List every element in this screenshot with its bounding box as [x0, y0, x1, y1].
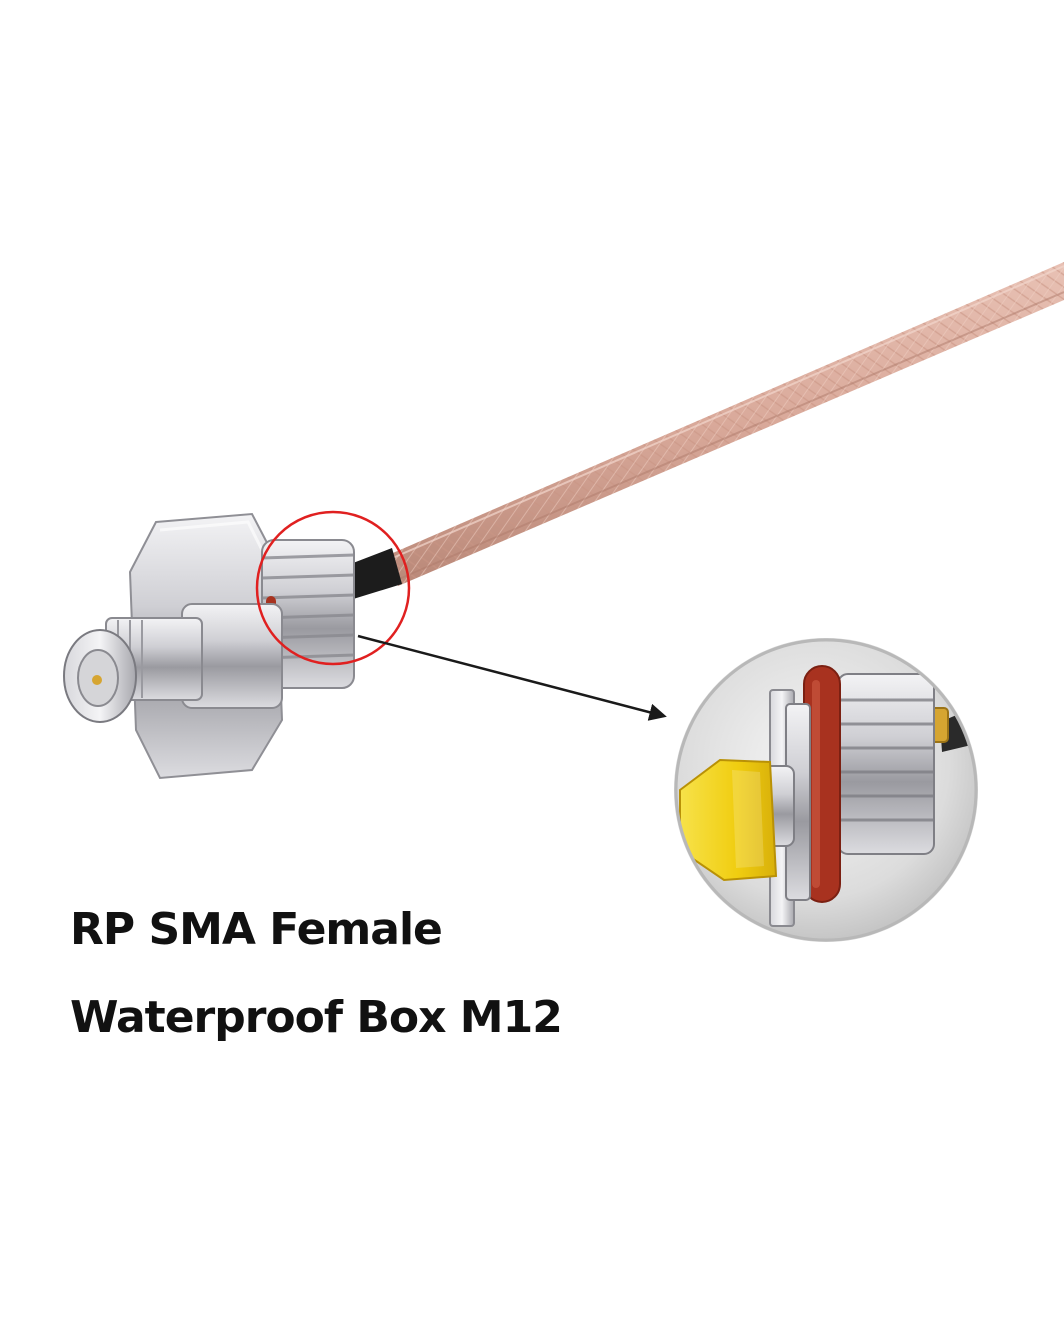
highlight-circle	[255, 510, 411, 666]
caption-line-2: Waterproof Box M12	[70, 992, 563, 1043]
rp-sma-female-bulkhead-connector	[63, 512, 355, 780]
arrow	[357, 634, 667, 721]
caption-line-1: RP SMA Female	[70, 904, 443, 955]
magnified-o-ring-detail	[674, 638, 978, 942]
cable-jacket	[340, 548, 402, 600]
rg178-braided-cable	[386, 262, 1064, 586]
